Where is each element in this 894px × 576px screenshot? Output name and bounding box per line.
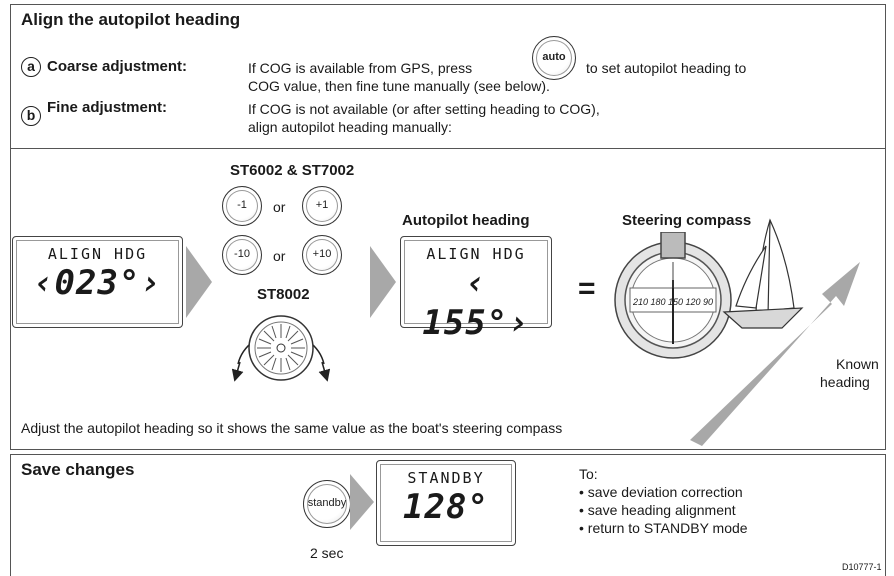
coarse-adjustment-label: Coarse adjustment: (47, 58, 188, 75)
section2-title: Save changes (21, 460, 135, 479)
lcd-mid-value: ‹ 155°› (422, 263, 530, 343)
st6002-st7002-label: ST6002 & ST7002 (230, 162, 355, 179)
fine-adjustment-label: Fine adjustment: (47, 99, 168, 116)
hold-duration-text: 2 sec (310, 545, 344, 561)
auto-button[interactable]: auto (532, 36, 576, 80)
or-text-2: or (273, 248, 286, 264)
flow-arrow-2 (370, 246, 396, 318)
to-item-2: • save heading alignment (579, 502, 736, 518)
equals-sign: = (578, 272, 596, 305)
plus-10-button[interactable]: +10 (302, 235, 342, 275)
st8002-label: ST8002 (257, 286, 310, 303)
sailboat-icon (722, 218, 804, 329)
section1-title: Align the autopilot heading (21, 10, 241, 29)
lcd-left-value: ‹023°› (33, 263, 162, 303)
step-b-marker: b (21, 106, 41, 126)
to-item-1: • save deviation correction (579, 484, 743, 500)
lcd-mid-top-text: ALIGN HDG (426, 245, 526, 263)
standby-button[interactable]: standby (303, 480, 351, 528)
plus-1-button[interactable]: +1 (302, 186, 342, 226)
lcd-standby-top-text: STANDBY (407, 469, 485, 487)
minus-1-button[interactable]: -1 (222, 186, 262, 226)
save-section-frame (10, 454, 886, 576)
instruction-text: Adjust the autopilot heading so it shows… (21, 420, 563, 436)
known-heading-text-2: heading (820, 374, 870, 390)
coarse-text-1: If COG is available from GPS, press (248, 60, 473, 76)
figure-id: D10777-1 (842, 562, 882, 572)
steering-compass-label: Steering compass (622, 212, 752, 229)
known-heading-arrow-icon (690, 262, 860, 446)
rotary-dial-icon[interactable] (226, 304, 336, 390)
lcd-standby-value: 128° (403, 487, 489, 527)
step-a-marker: a (21, 57, 41, 77)
autopilot-heading-label: Autopilot heading (402, 212, 530, 229)
compass-scale-text: 210 180 150 120 90 (632, 297, 713, 307)
to-label: To: (579, 466, 598, 482)
fine-text-2: align autopilot heading manually: (248, 119, 452, 135)
align-section-divider (10, 148, 886, 149)
lcd-left-top-text: ALIGN HDG (47, 245, 148, 263)
coarse-text-2: to set autopilot heading to (586, 60, 747, 76)
to-item-3: • return to STANDBY mode (579, 520, 748, 536)
lcd-display-align-mid: ALIGN HDG ‹ 155°› (400, 236, 552, 343)
flow-arrow-1 (186, 246, 212, 318)
lcd-display-standby: STANDBY 128° (376, 460, 516, 546)
align-section-frame (10, 4, 886, 450)
minus-10-button[interactable]: -10 (222, 235, 262, 275)
flow-arrow-3 (350, 474, 374, 530)
or-text-1: or (273, 199, 286, 215)
lcd-display-align-left: ALIGN HDG ‹023°› (12, 236, 183, 328)
fine-text-1: If COG is not available (or after settin… (248, 101, 600, 117)
steering-compass-icon: 210 180 150 120 90 (614, 232, 732, 359)
coarse-text-3: COG value, then fine tune manually (see … (248, 78, 550, 94)
known-heading-text-1: Known (836, 356, 879, 372)
